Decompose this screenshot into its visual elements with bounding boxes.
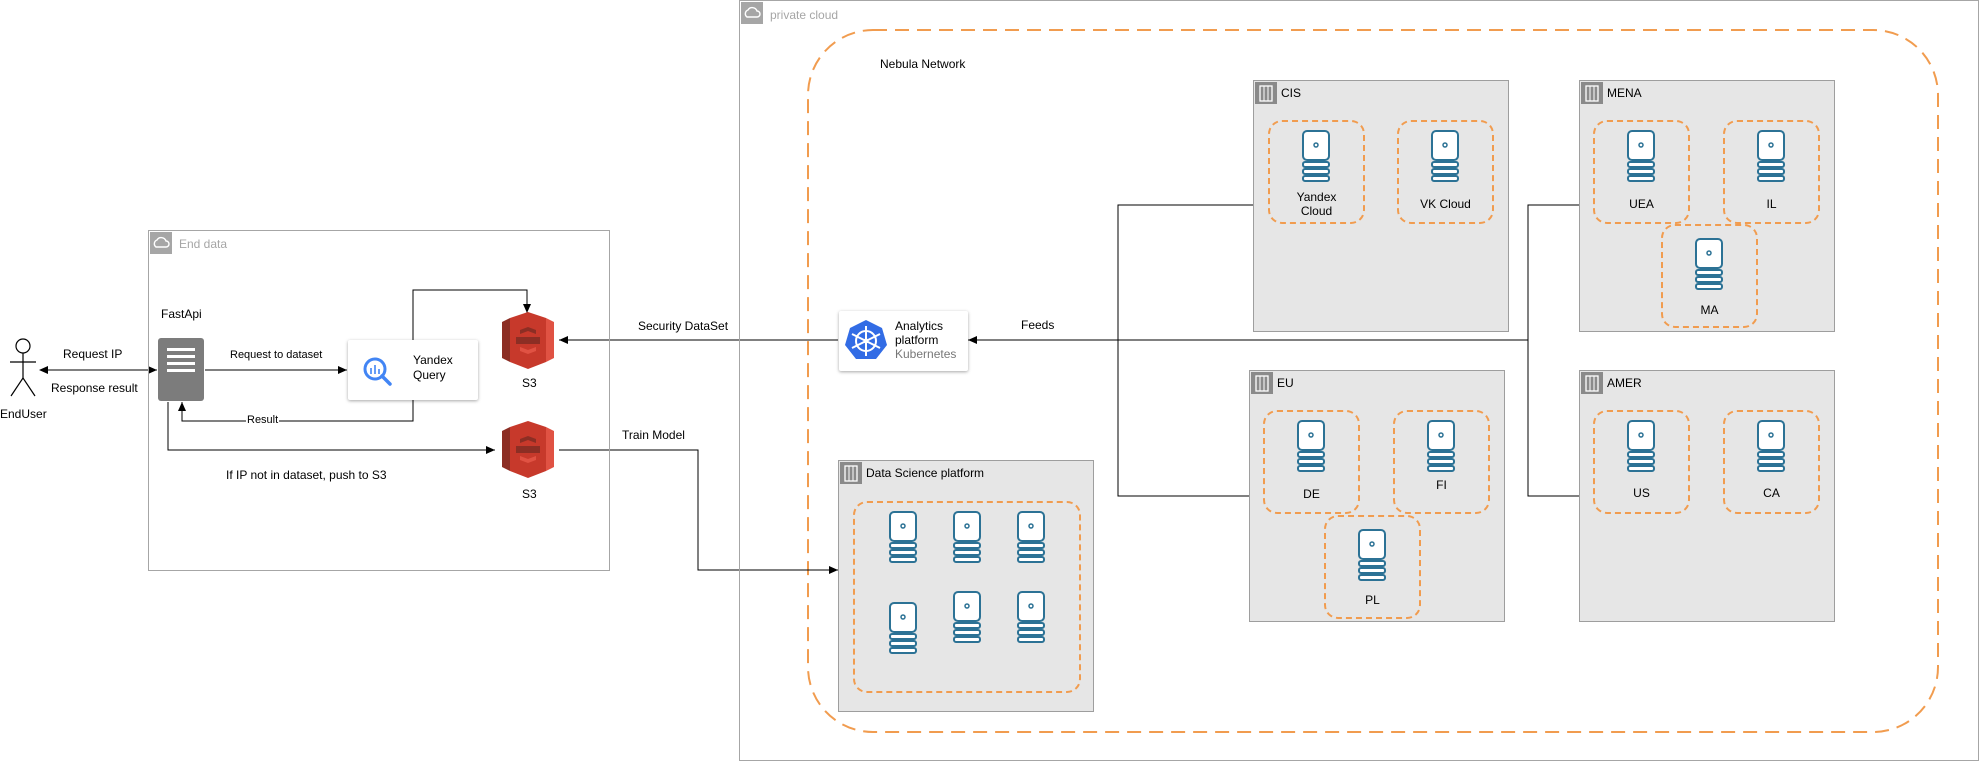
server-icon	[1626, 130, 1656, 182]
nebula-network-label: Nebula Network	[880, 57, 966, 71]
end-data-boundary: End data	[148, 230, 610, 571]
building-icon	[840, 462, 862, 484]
server-label: VK Cloud	[1420, 197, 1471, 211]
server-icon	[1626, 420, 1656, 472]
group-mena-title: MENA	[1607, 86, 1642, 100]
analytics-label-line1: Analytics	[895, 319, 944, 333]
server-icon	[1426, 420, 1456, 472]
building-icon	[1581, 372, 1603, 394]
analytics-platform-node[interactable]: Analytics platform Kubernetes	[839, 311, 968, 371]
data-science-cluster[interactable]	[853, 501, 1081, 693]
server-ma[interactable]: MA	[1661, 224, 1758, 328]
server-label: FI	[1436, 478, 1447, 492]
s3-bottom-label: S3	[522, 487, 537, 501]
server-icon	[1756, 130, 1786, 182]
nebula-network-boundary	[807, 29, 1939, 733]
server-icon	[1301, 130, 1331, 182]
server-icon	[1016, 511, 1046, 563]
edge-result	[178, 400, 414, 422]
s3-top-label: S3	[522, 376, 537, 390]
building-icon	[1581, 82, 1603, 104]
fastapi-label: FastApi	[161, 307, 202, 321]
server-vk-cloud[interactable]: VK Cloud	[1397, 120, 1494, 224]
group-amer[interactable]: AMER	[1579, 370, 1835, 622]
edge-label-response-result: Response result	[51, 381, 138, 395]
server-us[interactable]: US	[1593, 410, 1690, 514]
server-icon	[167, 348, 195, 372]
server-label: PL	[1365, 593, 1380, 607]
aws-s3-icon[interactable]	[498, 421, 558, 478]
analytics-label-line2: platform	[895, 333, 939, 347]
server-il[interactable]: IL	[1723, 120, 1820, 224]
server-yandex-cloud[interactable]: Yandex Cloud	[1268, 120, 1365, 224]
server-label: IL	[1766, 197, 1777, 211]
edge-cis-eu-bus	[1117, 204, 1253, 497]
edge-label-push-s3: If IP not in dataset, push to S3	[226, 468, 387, 482]
analytics-label-line3: Kubernetes	[895, 347, 957, 361]
server-label: DE	[1303, 487, 1320, 501]
server-icon	[952, 511, 982, 563]
server-label: UEA	[1629, 197, 1654, 211]
edge-label-train-model: Train Model	[622, 428, 685, 442]
server-label: MA	[1700, 303, 1719, 317]
edge-train-model	[559, 449, 838, 574]
edge-label-request-dataset: Request to dataset	[230, 349, 323, 361]
edge-label-security-dataset: Security DataSet	[638, 319, 729, 333]
server-icon	[888, 511, 918, 563]
group-amer-title: AMER	[1607, 376, 1642, 390]
private-cloud-label: private cloud	[770, 8, 839, 22]
edge-label-feeds: Feeds	[1021, 318, 1055, 332]
edge-query-to-s3	[412, 289, 531, 340]
edge-label-request-ip: Request IP	[63, 347, 123, 361]
group-cis[interactable]: CIS	[1253, 80, 1509, 332]
edge-push-s3	[167, 402, 495, 454]
bigquery-icon	[363, 357, 392, 386]
server-uea[interactable]: UEA	[1593, 120, 1690, 224]
building-icon	[1255, 82, 1277, 104]
group-mena[interactable]: MENA	[1579, 80, 1835, 332]
server-label: Yandex Cloud	[1296, 190, 1337, 218]
enduser-label: EndUser	[0, 407, 47, 421]
server-pl[interactable]: PL	[1324, 515, 1421, 619]
server-icon	[1016, 591, 1046, 643]
fastapi-node[interactable]	[158, 338, 204, 401]
server-icon	[1756, 420, 1786, 472]
edge-label-result: Result	[246, 414, 280, 426]
server-label: CA	[1763, 486, 1780, 500]
building-icon	[1251, 372, 1273, 394]
server-icon	[1296, 420, 1326, 472]
end-data-label: End data	[179, 237, 228, 251]
yandex-query-node[interactable]: Yandex Query	[348, 340, 478, 400]
server-icon	[952, 591, 982, 643]
group-cis-title: CIS	[1281, 86, 1302, 100]
yandex-query-label: Yandex Query	[413, 353, 453, 382]
server-icon	[1357, 529, 1387, 581]
group-eu-title: EU	[1277, 376, 1294, 390]
server-ca[interactable]: CA	[1723, 410, 1820, 514]
server-label: US	[1633, 486, 1650, 500]
group-data-science-title: Data Science platform	[866, 466, 985, 480]
server-fi[interactable]: FI	[1393, 410, 1490, 514]
server-de[interactable]: DE	[1263, 410, 1360, 514]
edge-mena-amer-bus	[1527, 204, 1579, 497]
kubernetes-icon	[845, 320, 887, 359]
stick-figure-icon	[10, 338, 36, 397]
server-icon	[1694, 238, 1724, 290]
server-icon	[1430, 130, 1460, 182]
server-icon	[888, 602, 918, 654]
cloud-icon	[741, 2, 763, 24]
aws-s3-icon[interactable]	[498, 312, 558, 369]
cloud-icon	[150, 232, 172, 254]
